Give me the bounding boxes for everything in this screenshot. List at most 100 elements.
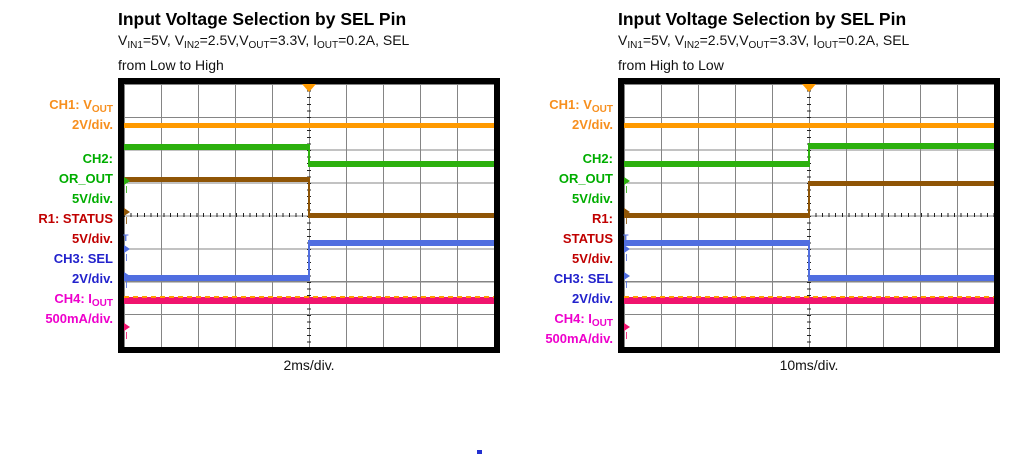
subscript-text: IN1 bbox=[127, 40, 143, 51]
subscript-text: OUT bbox=[317, 40, 339, 51]
iout-ref-dashes bbox=[624, 296, 994, 298]
channel-label: 2V/div. bbox=[505, 289, 613, 309]
ref-arrow-icon bbox=[124, 208, 134, 216]
oscilloscope-display: T bbox=[618, 78, 1000, 353]
r1-ref-marker bbox=[624, 206, 634, 226]
trace-step-connector bbox=[808, 181, 810, 218]
ref-arrow-icon bbox=[624, 323, 634, 331]
text-segment: 2V/div. bbox=[572, 291, 613, 306]
artifact-dot bbox=[477, 450, 482, 454]
trigger-position-icon bbox=[302, 84, 316, 99]
timebase-label: 2ms/div. bbox=[283, 357, 335, 373]
ch1-vout-trace bbox=[124, 123, 309, 128]
trigger-level-marker: T bbox=[123, 234, 134, 263]
label-gap bbox=[2, 135, 113, 149]
channel-label: CH4: IOUT bbox=[2, 289, 113, 309]
channel-label: CH3: SEL bbox=[505, 269, 613, 289]
ch3-ref-marker bbox=[624, 270, 634, 290]
subscript-text: OUT bbox=[248, 40, 270, 51]
text-segment: 500mA/div. bbox=[545, 331, 613, 346]
ch4-ref-marker bbox=[624, 321, 634, 341]
text-segment: R1: bbox=[592, 211, 613, 226]
panel-subtitle: VIN1=5V, VIN2=2.5V,VOUT=3.3V, IOUT=0.2A,… bbox=[618, 31, 1018, 74]
channel-label: R1: STATUS bbox=[2, 209, 113, 229]
timebase-label: 10ms/div. bbox=[779, 357, 839, 373]
panel-title: Input Voltage Selection by SEL Pin bbox=[618, 9, 907, 29]
channel-labels: CH1: V OUT 2V/div. CH2: OR_OUT 5V/div. R1: STAT… bbox=[505, 95, 613, 349]
ch3-ref-marker bbox=[124, 270, 134, 290]
channel-label: CH2: bbox=[2, 149, 113, 169]
r1-ref-marker bbox=[124, 206, 134, 226]
text-segment: 5V/div. bbox=[72, 231, 113, 246]
ch4-iout-trace bbox=[624, 297, 809, 304]
subscript-text: OUT bbox=[591, 318, 613, 329]
text-segment: R1: STATUS bbox=[38, 211, 113, 226]
ref-tail bbox=[126, 332, 127, 339]
channel-label: 5V/div. bbox=[2, 229, 113, 249]
text-segment: CH3: SEL bbox=[553, 271, 613, 286]
r1-status-trace bbox=[624, 213, 809, 218]
text-segment: CH4: I bbox=[54, 291, 92, 306]
text-segment: 5V/div. bbox=[72, 191, 113, 206]
ch2-or-out-trace bbox=[624, 161, 809, 167]
text-segment: CH1: V bbox=[549, 97, 592, 112]
ref-tail bbox=[626, 281, 627, 288]
channel-label: 2V/div. bbox=[2, 269, 113, 289]
subscript-text: IN2 bbox=[184, 40, 200, 51]
text-segment: from High to Low bbox=[618, 56, 724, 73]
trace-step-connector bbox=[808, 240, 810, 281]
text-segment: 2V/div. bbox=[72, 271, 113, 286]
text-segment: =3.3V, I bbox=[769, 32, 817, 48]
text-segment: V bbox=[618, 32, 628, 48]
channel-labels: CH1: VOUT 2V/div. CH2: OR_OUT 5V/div. R1: STA… bbox=[2, 95, 113, 329]
ref-tail bbox=[626, 254, 627, 261]
ref-arrow-icon bbox=[124, 272, 134, 280]
text-segment: 2V/div. bbox=[572, 117, 613, 132]
text-segment: 5V/div. bbox=[572, 191, 613, 206]
r1-status-trace bbox=[809, 181, 994, 186]
text-segment: STATUS bbox=[562, 231, 613, 246]
ch3-sel-trace bbox=[124, 275, 309, 281]
text-segment: =2.5V,V bbox=[699, 32, 749, 48]
text-segment: =5V, V bbox=[142, 32, 185, 48]
panel-subtitle: VIN1=5V, VIN2=2.5V,VOUT=3.3V, IOUT=0.2A,… bbox=[118, 31, 518, 74]
trigger-glyph: T bbox=[123, 233, 129, 243]
text-segment: =3.3V, I bbox=[269, 32, 317, 48]
text-segment: OR_OUT bbox=[58, 171, 113, 186]
ref-arrow-icon bbox=[624, 177, 634, 185]
trigger-level-marker: T bbox=[623, 234, 634, 263]
subscript-text: IN2 bbox=[684, 40, 700, 51]
text-segment: CH2: bbox=[82, 151, 113, 166]
channel-label: 5V/div. bbox=[2, 189, 113, 209]
channel-label: 500mA/div. bbox=[505, 329, 613, 349]
ref-tail bbox=[126, 281, 127, 288]
ch3-sel-trace bbox=[309, 240, 494, 246]
panel-title: Input Voltage Selection by SEL Pin bbox=[118, 9, 407, 29]
text-segment: V bbox=[118, 32, 128, 48]
ref-tail bbox=[126, 254, 127, 261]
ch2-or-out-trace bbox=[124, 144, 309, 150]
r1-status-trace bbox=[309, 213, 494, 218]
text-segment: =5V, V bbox=[642, 32, 685, 48]
ch3-sel-trace bbox=[624, 240, 809, 246]
trigger-position-icon bbox=[802, 84, 816, 99]
ref-tail bbox=[126, 217, 127, 224]
channel-label: CH1: VOUT bbox=[2, 95, 113, 115]
text-segment: OR_OUT bbox=[558, 171, 613, 186]
ref-arrow-icon bbox=[624, 245, 634, 253]
text-segment: =2.5V,V bbox=[199, 32, 249, 48]
ch4-ref-marker bbox=[124, 321, 134, 341]
ch3-sel-trace bbox=[809, 275, 994, 281]
channel-label: STATUS bbox=[505, 229, 613, 249]
text-segment: CH3: SEL bbox=[53, 251, 113, 266]
trace-step-connector bbox=[308, 240, 310, 281]
text-segment: =0.2A, SEL bbox=[338, 32, 410, 48]
subscript-text: OUT bbox=[817, 40, 839, 51]
channel-label: CH2: bbox=[505, 149, 613, 169]
ch2-ref-marker bbox=[124, 175, 134, 195]
channel-label: 2V/div. bbox=[505, 115, 613, 135]
ref-arrow-icon bbox=[624, 208, 634, 216]
ch2-ref-marker bbox=[624, 175, 634, 195]
trace-step-connector bbox=[308, 177, 310, 218]
ch4-iout-trace bbox=[124, 297, 309, 304]
